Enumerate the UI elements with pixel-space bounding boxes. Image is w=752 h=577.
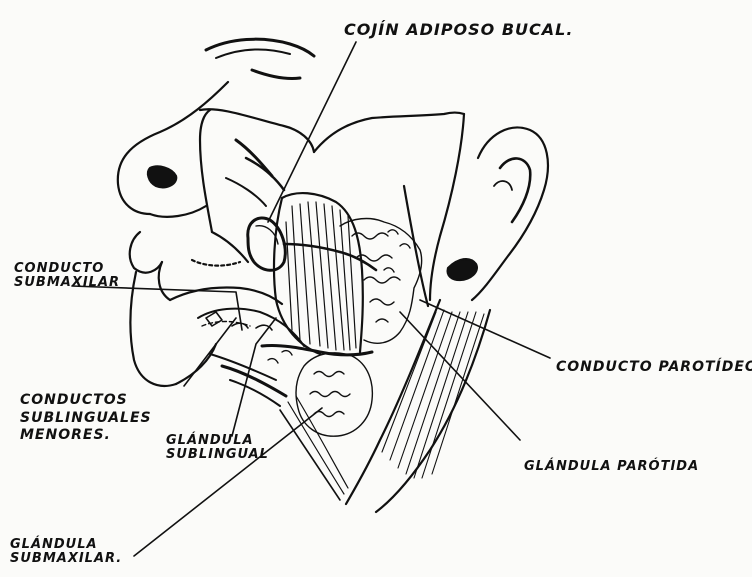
- leader-lines: [72, 42, 550, 556]
- leader-glandula-submaxilar: [134, 408, 322, 556]
- nose: [118, 82, 228, 217]
- label-line: GLÁNDULA: [10, 538, 122, 552]
- buccal-fat-pad: [248, 218, 285, 270]
- masseter-muscle: [274, 193, 363, 354]
- label-line: MENORES.: [20, 427, 152, 445]
- label-conductos-sublinguales: CONDUCTOS SUBLINGUALES MENORES.: [20, 392, 152, 445]
- label-conducto-parotideo: CONDUCTO PAROTÍDEO: [556, 360, 752, 375]
- label-line: GLÁNDULA: [166, 434, 269, 448]
- cheek-flap: [200, 109, 314, 262]
- label-line: SUBLINGUALES: [20, 410, 152, 428]
- leader-cojin: [268, 42, 356, 222]
- label-glandula-parotida: GLÁNDULA PARÓTIDA: [524, 460, 699, 474]
- eye-region: [206, 39, 314, 78]
- label-line: SUBMAXILAR: [14, 276, 120, 290]
- submandibular-gland: [296, 353, 372, 436]
- label-cojin-adiposo-bucal: COJÍN ADIPOSO BUCAL.: [344, 22, 573, 39]
- ear: [448, 128, 548, 300]
- neck-muscle: [280, 300, 490, 512]
- label-glandula-sublingual: GLÁNDULA SUBLINGUAL: [166, 434, 269, 461]
- label-line: CONDUCTOS: [20, 392, 152, 410]
- label-line: CONDUCTO: [14, 262, 120, 276]
- label-line: SUBMAXILAR.: [10, 552, 122, 566]
- label-conducto-submaxilar: CONDUCTO SUBMAXILAR: [14, 262, 120, 289]
- leader-conductos-sublinguales: [184, 318, 236, 386]
- skin-flap-outline: [314, 113, 464, 307]
- label-glandula-submaxilar: GLÁNDULA SUBMAXILAR.: [10, 538, 122, 565]
- leader-glandula-parotida: [400, 312, 520, 440]
- label-line: SUBLINGUAL: [166, 448, 269, 462]
